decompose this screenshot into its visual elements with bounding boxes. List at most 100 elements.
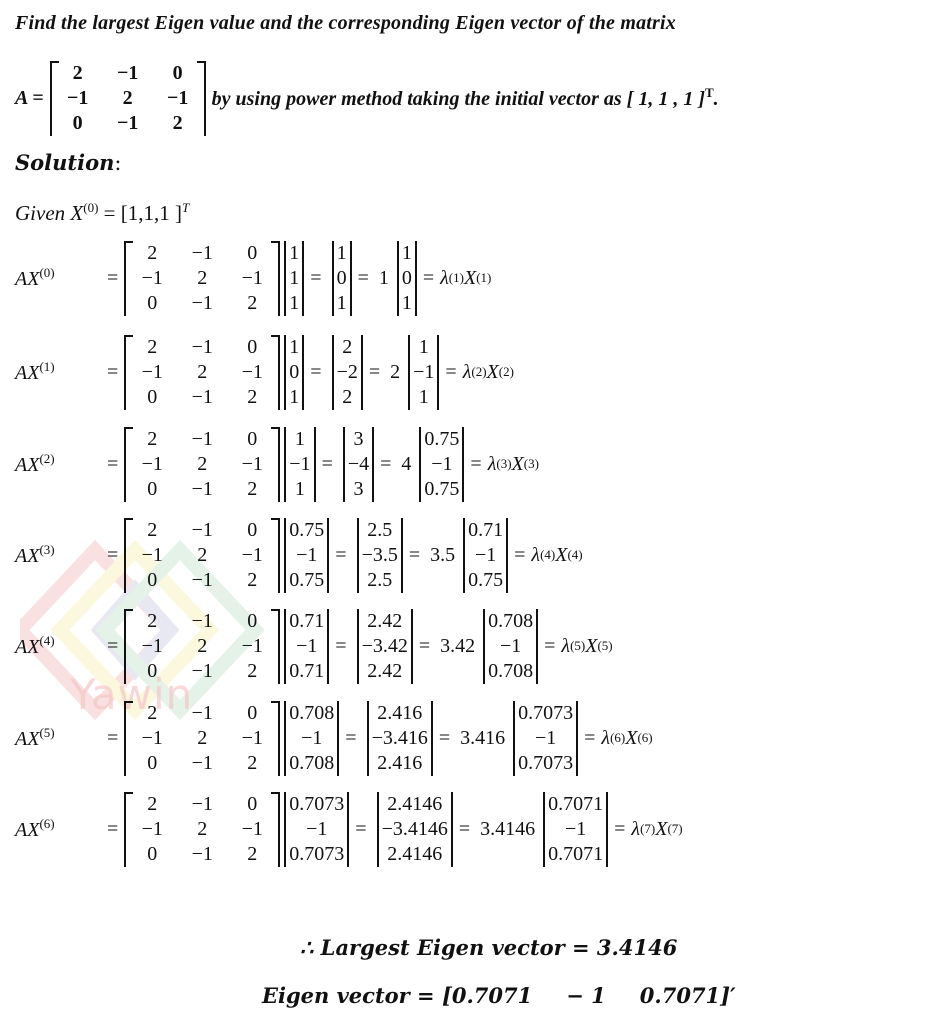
equals-sign: = (470, 452, 482, 475)
matrix-a-cell: 0 (72, 111, 83, 134)
x-sup: (7) (667, 821, 683, 836)
matrix-a-cell: 2 (147, 701, 158, 724)
x-symbol: X (625, 726, 638, 749)
product-vector-entry: −4 (347, 452, 370, 475)
input-vector-entry: 0.71 (289, 609, 325, 632)
product-vector-entry: 3 (353, 477, 364, 500)
matrix-a-cell: 0 (247, 427, 258, 450)
matrix-a-cell: 2 (122, 86, 133, 109)
matrix-a-cell: −1 (241, 817, 263, 840)
normalized-vector-entry: −1 (534, 726, 557, 749)
matrix-a-cell: 0 (147, 568, 158, 591)
matrix-a-cell: −1 (141, 452, 163, 475)
normalized-vector-entry: −1 (431, 452, 453, 475)
product-vector-entry: −3.416 (371, 726, 428, 749)
matrix-a-cell: 2 (197, 634, 208, 657)
lambda-sup: (4) (540, 547, 556, 562)
problem-tail-text: by using power method taking the initial… (211, 88, 705, 110)
matrix-a-cell: −1 (191, 751, 213, 774)
equals-sign: = (422, 266, 435, 289)
lhs-sup: (5) (39, 725, 55, 740)
matrix-a-cell: 0 (147, 751, 158, 774)
normalized-vector-entry: 0.708 (488, 609, 534, 632)
product-vector-entry: 1 (336, 291, 347, 314)
given-rest: = [1,1,1 ] (98, 201, 182, 225)
colon: : (114, 151, 122, 175)
equals-sign: = (107, 360, 119, 383)
matrix-a-cell: 0 (147, 477, 158, 500)
matrix-a-cell: 2 (147, 792, 158, 815)
matrix-a-cell: 0 (172, 61, 183, 84)
product-vector-entry: 0 (336, 266, 347, 289)
matrix-a-cell: −1 (141, 634, 163, 657)
eigenvector-mid: − 1 (566, 983, 606, 1008)
product-vector-entry: 2.42 (367, 609, 403, 632)
matrix-a-cell: −1 (241, 726, 263, 749)
matrix-a-cell: 2 (172, 111, 183, 134)
product-vector-entry: 3 (353, 427, 364, 450)
equals-sign: = (107, 634, 119, 657)
problem-title: Find the largest Eigen value and the cor… (15, 12, 676, 34)
lambda-sup: (2) (471, 364, 487, 379)
iteration-lhs: AX(2) (15, 451, 101, 477)
input-vector-entry: 1 (294, 477, 305, 500)
lhs-sup: (4) (39, 633, 55, 648)
input-vector-entry: 0.75 (289, 518, 325, 541)
matrix-a-cell: −1 (191, 842, 213, 865)
matrix-a-cell: 0 (247, 609, 258, 632)
matrix-a-cell: 2 (147, 241, 158, 264)
matrix-a-cell: −1 (241, 452, 263, 475)
equals-sign: = (310, 360, 322, 383)
equals-sign: = (368, 360, 381, 383)
product-vector-entry: −3.42 (361, 634, 408, 657)
matrix-a-cell: 0 (247, 701, 258, 724)
x-sup: (3) (523, 456, 539, 471)
product-vector-entry: −3.5 (361, 543, 398, 566)
equals-sign: = (614, 817, 626, 840)
eigenvalue-estimate: 3.416 (460, 726, 506, 749)
lambda-sup: (6) (610, 730, 626, 745)
given-sup: (0) (83, 200, 99, 215)
eigenvalue-estimate: 3.5 (430, 543, 456, 566)
matrix-a-cell: 2 (247, 842, 258, 865)
matrix-a-cell: −1 (241, 266, 263, 289)
lhs-sup: (6) (39, 816, 55, 831)
lhs-sup: (2) (39, 451, 55, 466)
equals-sign: = (438, 726, 451, 749)
matrix-a-cell: −1 (241, 360, 263, 383)
matrix-a-cell: 2 (147, 518, 158, 541)
lambda-symbol: λ (440, 266, 449, 289)
matrix-a-cell: −1 (241, 543, 263, 566)
equals-sign: = (584, 726, 596, 749)
product-vector-entry: 2 (342, 335, 353, 358)
normalized-vector-entry: 1 (418, 335, 429, 358)
matrix-a-cell: 0 (147, 385, 158, 408)
lhs-text: AX (15, 819, 40, 841)
normalized-vector-entry: −1 (564, 817, 587, 840)
input-vector-entry: 0 (289, 360, 300, 383)
matrix-a-cell: −1 (116, 111, 139, 134)
x-sup: (5) (597, 638, 613, 653)
product-vector-entry: 2.5 (367, 518, 393, 541)
matrix-a-cell: 2 (147, 335, 158, 358)
normalized-vector-entry: 0.75 (424, 477, 460, 500)
lhs-sup: (1) (39, 359, 55, 374)
matrix-a-cell: −1 (191, 792, 213, 815)
eigenvector-prefix: Eigen vector = [0.7071 (262, 983, 533, 1008)
normalized-vector-entry: 0.7073 (518, 701, 574, 724)
